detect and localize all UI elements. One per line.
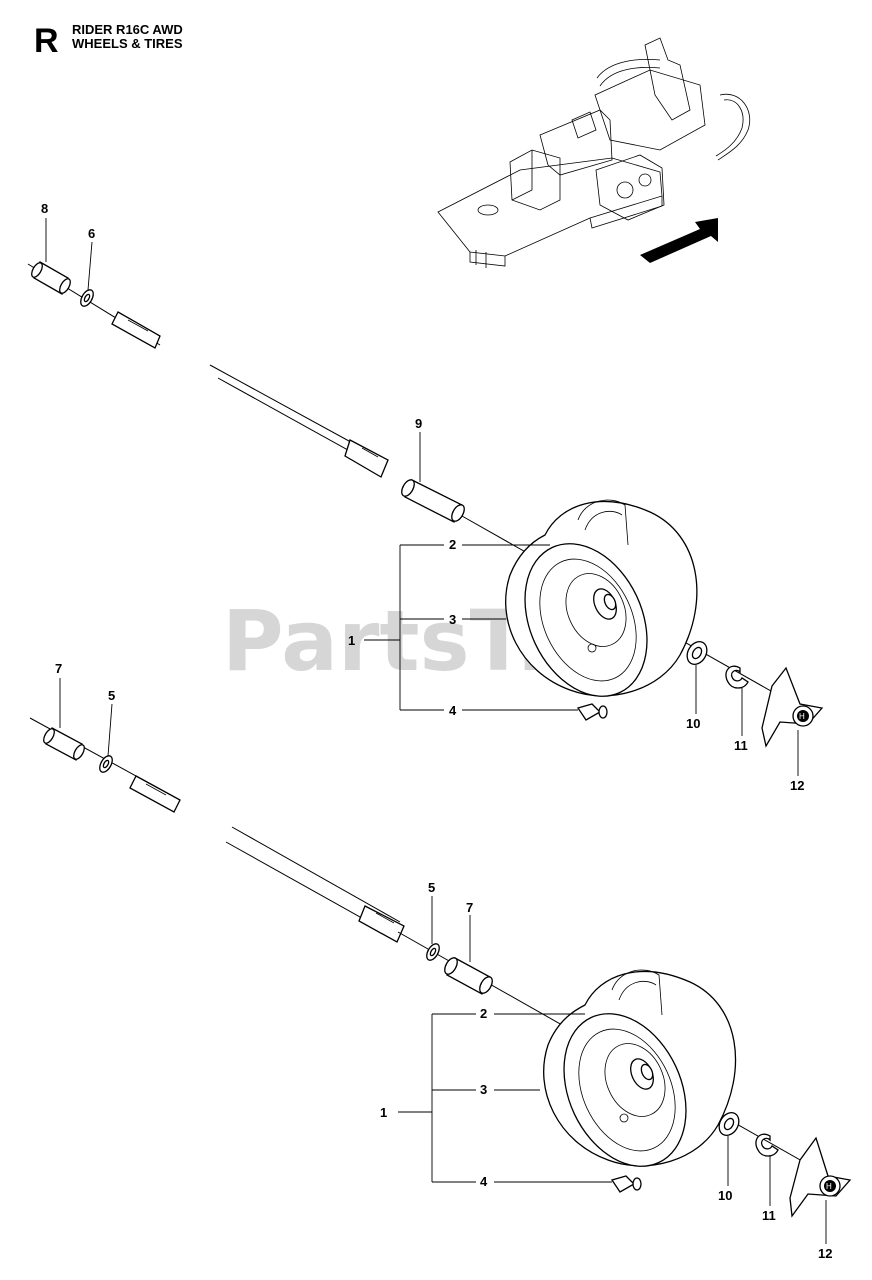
valve-stem-4 xyxy=(576,703,608,721)
callout-11: 11 xyxy=(734,738,748,753)
direction-arrow-icon xyxy=(640,218,718,263)
callout-1: 1 xyxy=(348,633,355,648)
callout-9: 9 xyxy=(415,416,422,431)
callout-5-left: 5 xyxy=(108,688,115,703)
e-clip-11 xyxy=(725,665,749,689)
callout-1-lower: 1 xyxy=(380,1105,387,1120)
washer-10-lower xyxy=(718,1112,740,1136)
bushing-7 xyxy=(444,957,493,995)
bushing-9 xyxy=(401,479,465,523)
callout-11-lower: 11 xyxy=(762,1208,776,1223)
hub-cap-12: H xyxy=(761,666,824,748)
valve-stem-4-lower xyxy=(610,1175,642,1193)
wheel-tire-2 xyxy=(543,969,737,1167)
upper-wheel-assembly: H 8 6 9 1 2 3 4 10 11 12 xyxy=(27,201,824,793)
callout-2-lower: 2 xyxy=(480,1006,487,1021)
wheel-tire-1 xyxy=(505,499,698,697)
callout-7: 7 xyxy=(466,900,473,915)
callout-12: 12 xyxy=(790,778,804,793)
callout-4: 4 xyxy=(449,703,457,718)
washer-5 xyxy=(426,943,440,961)
header: R RIDER R16C AWD WHEELS & TIRES xyxy=(34,22,183,60)
washer-6 xyxy=(80,289,94,307)
callout-3-lower: 3 xyxy=(480,1082,487,1097)
spacer-8 xyxy=(31,261,71,295)
washer-5-left xyxy=(99,755,113,773)
callout-5: 5 xyxy=(428,880,435,895)
callout-8: 8 xyxy=(41,201,48,216)
svg-text:H: H xyxy=(826,1182,832,1191)
title-section: WHEELS & TIRES xyxy=(72,36,183,51)
callout-10: 10 xyxy=(686,716,700,731)
callout-10-lower: 10 xyxy=(718,1188,732,1203)
e-clip-11-lower xyxy=(755,1133,779,1157)
title-model: RIDER R16C AWD xyxy=(72,22,183,37)
section-letter: R xyxy=(34,22,59,60)
svg-text:H: H xyxy=(799,712,805,721)
callout-12-lower: 12 xyxy=(818,1246,832,1261)
spacer-7-left xyxy=(43,727,85,761)
callout-4-lower: 4 xyxy=(480,1174,488,1189)
hub-cap-12-lower: H xyxy=(789,1136,852,1218)
brand-logo-icon-lower xyxy=(824,1180,836,1192)
lower-wheel-assembly: H 7 5 5 7 1 2 3 4 10 11 12 xyxy=(29,661,852,1261)
callout-6: 6 xyxy=(88,226,95,241)
callout-2: 2 xyxy=(449,537,456,552)
brand-logo-icon xyxy=(797,710,809,722)
callout-7-left: 7 xyxy=(55,661,62,676)
callout-3: 3 xyxy=(449,612,456,627)
washer-10 xyxy=(686,641,708,665)
